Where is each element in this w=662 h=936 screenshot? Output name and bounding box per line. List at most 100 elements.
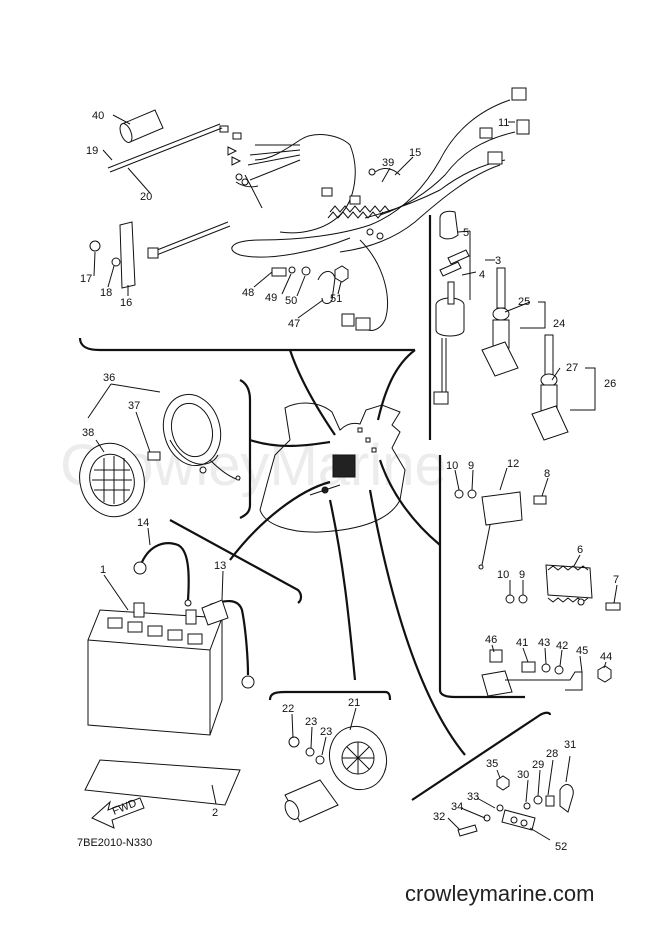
callout-6: 6 [577, 544, 583, 556]
bottom-motor-divider [268, 690, 392, 701]
callout-7: 7 [613, 574, 619, 586]
ignition-switch [433, 210, 470, 405]
callout-20: 20 [140, 191, 152, 203]
left-bracket-headlight [239, 379, 252, 519]
callout-25: 25 [518, 296, 530, 308]
callout-22: 22 [282, 703, 294, 715]
callout-23b: 23 [320, 726, 332, 738]
callout-13: 13 [214, 560, 226, 572]
callout-44: 44 [600, 651, 612, 663]
callout-11: 11 [498, 117, 509, 129]
callout-30: 30 [517, 769, 529, 781]
callout-47: 47 [288, 318, 300, 330]
callout-31: 31 [564, 739, 576, 751]
callout-24: 24 [553, 318, 565, 330]
headlight-assembly [79, 393, 241, 518]
diagram-code: 7BE2010-N330 [77, 837, 152, 849]
fwd-arrow: FWD [91, 797, 145, 829]
callout-35: 35 [486, 758, 498, 770]
callout-12: 12 [507, 458, 519, 470]
site-url: crowleymarine.com [405, 881, 595, 906]
callout-29: 29 [532, 759, 544, 771]
callout-16: 16 [120, 297, 132, 309]
battery-cable-13 [209, 600, 250, 676]
cable-terminal [133, 561, 147, 575]
toggle-switch-24 [481, 267, 519, 377]
washer-49 [288, 266, 296, 274]
callout-40: 40 [92, 110, 104, 122]
callout-18: 18 [100, 287, 112, 299]
callout-39: 39 [382, 157, 394, 169]
harness-coil [321, 187, 391, 219]
wiring-harness [219, 87, 530, 331]
callout-26: 26 [604, 378, 616, 390]
callout-50: 50 [285, 295, 297, 307]
callout-36: 36 [103, 372, 115, 384]
callout-5: 5 [463, 227, 469, 239]
callout-48: 48 [242, 287, 254, 299]
callout-49: 49 [265, 292, 277, 304]
callout-10a: 10 [446, 460, 458, 472]
leader-top-right [376, 349, 416, 421]
callout-28: 28 [546, 748, 558, 760]
protective-tube [119, 109, 164, 143]
callout-14: 14 [137, 517, 149, 529]
right-bracket-relays [438, 455, 525, 699]
callout-leaders [87, 114, 618, 841]
callout-2: 2 [212, 807, 218, 819]
callout-17: 17 [80, 273, 92, 285]
battery [84, 602, 241, 806]
cable-tie-20 [151, 221, 229, 253]
callout-38: 38 [82, 427, 94, 439]
washer-18 [111, 257, 121, 267]
cable-ring [184, 599, 192, 607]
callout-23a: 23 [305, 716, 317, 728]
leader-relays [378, 459, 441, 546]
bottom-right-assembly [457, 775, 574, 837]
bottom-right-divider [411, 711, 552, 801]
callout-1: 1 [100, 564, 106, 576]
callout-51: 51 [330, 293, 342, 305]
toggle-switch-26 [531, 334, 569, 441]
callout-41: 41 [516, 637, 528, 649]
callout-10b: 10 [497, 569, 509, 581]
leader-bottom-right [368, 489, 466, 756]
callout-52: 52 [555, 841, 567, 853]
bracket-16 [119, 221, 136, 289]
battery-cable-14 [141, 542, 190, 601]
callout-43: 43 [538, 637, 550, 649]
leader-headlight [249, 438, 331, 447]
cable-boot-13 [201, 599, 229, 626]
left-battery-divider [169, 519, 303, 604]
callouts: 40 19 20 15 39 11 17 18 16 48 49 50 47 5… [80, 110, 619, 853]
callout-27: 27 [566, 362, 578, 374]
vehicle-outline [259, 402, 406, 533]
nut-51 [334, 265, 349, 283]
callout-32: 32 [433, 811, 445, 823]
callout-42: 42 [556, 640, 568, 652]
callout-34: 34 [451, 801, 463, 813]
callout-46: 46 [485, 634, 497, 646]
leader-battery [229, 480, 331, 561]
callout-3: 3 [495, 255, 501, 267]
washer-50 [301, 266, 311, 276]
motor-21 [284, 725, 387, 823]
callout-8: 8 [544, 468, 550, 480]
callout-45: 45 [576, 645, 588, 657]
callout-19: 19 [86, 145, 98, 157]
callout-9b: 9 [519, 569, 525, 581]
top-section-divider [78, 337, 415, 352]
cable-tie-20b [153, 225, 231, 257]
callout-21: 21 [348, 697, 360, 709]
tie-head [147, 247, 159, 259]
relay-12 [454, 489, 547, 570]
relay-6 [505, 564, 621, 611]
callout-9a: 9 [468, 460, 474, 472]
cable-ring-13 [241, 675, 255, 689]
cable-tie-19 [107, 123, 221, 169]
screw-48 [271, 267, 287, 277]
leader-top [288, 349, 336, 436]
callout-37: 37 [128, 400, 140, 412]
flasher-46 [481, 649, 612, 697]
